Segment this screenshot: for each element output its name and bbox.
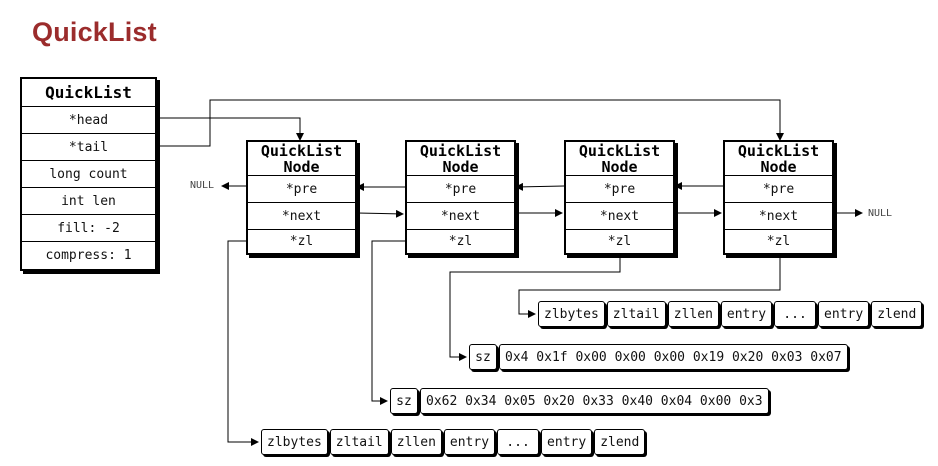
ziplist-cell-entry: entry xyxy=(541,429,593,455)
node-field-next: *next xyxy=(725,202,832,229)
ziplist-cell-ellipsis: ... xyxy=(774,301,817,327)
node-header-line2: Node xyxy=(283,157,320,176)
node-field-next: *next xyxy=(566,202,673,229)
node-header-line1: QuickList xyxy=(260,141,343,160)
quicklist-field-head: *head xyxy=(22,106,155,133)
node-header: QuickList Node xyxy=(566,142,673,175)
node-header: QuickList Node xyxy=(725,142,832,175)
quicklist-node-1: QuickList Node *pre *next *zl xyxy=(246,140,357,255)
ziplist-cell-zltail: zltail xyxy=(606,301,666,327)
ziplist-bottom: zlbytes zltail zllen entry ... entry zle… xyxy=(261,429,646,455)
compressed-ziplist-1: sz 0x4 0x1f 0x00 0x00 0x00 0x19 0x20 0x0… xyxy=(469,344,848,370)
node-header-line2: Node xyxy=(442,157,479,176)
node-field-zl: *zl xyxy=(407,229,514,253)
ziplist-cell-zlbytes: zlbytes xyxy=(538,301,605,327)
quicklist-field-compress: compress: 1 xyxy=(22,241,155,269)
ziplist-cell-zlend: zlend xyxy=(594,429,646,455)
ziplist-cell-ellipsis: ... xyxy=(497,429,540,455)
ziplist-cell-zltail: zltail xyxy=(329,429,389,455)
ziplist-cell-entry: entry xyxy=(818,301,870,327)
compressed-sz-cell: sz xyxy=(469,344,497,370)
page-title: QuickList xyxy=(32,17,157,47)
quicklist-field-count: long count xyxy=(22,160,155,187)
ziplist-cell-zllen: zllen xyxy=(390,429,442,455)
ziplist-cell-zllen: zllen xyxy=(667,301,719,327)
quicklist-node-3: QuickList Node *pre *next *zl xyxy=(564,140,675,255)
node-field-pre: *pre xyxy=(407,175,514,202)
node-header-line2: Node xyxy=(760,157,797,176)
quicklist-field-tail: *tail xyxy=(22,133,155,160)
quicklist-field-fill: fill: -2 xyxy=(22,214,155,241)
compressed-bytes-cell: 0x62 0x34 0x05 0x20 0x33 0x40 0x04 0x00 … xyxy=(420,388,769,414)
ziplist-cell-entry: entry xyxy=(720,301,773,327)
compressed-bytes-cell: 0x4 0x1f 0x00 0x00 0x00 0x19 0x20 0x03 0… xyxy=(499,344,848,370)
ziplist-cell-entry: entry xyxy=(443,429,496,455)
node-header-line1: QuickList xyxy=(419,141,502,160)
node-header-line1: QuickList xyxy=(578,141,661,160)
compressed-ziplist-2: sz 0x62 0x34 0x05 0x20 0x33 0x40 0x04 0x… xyxy=(390,388,769,414)
node-field-next: *next xyxy=(407,202,514,229)
node-field-zl: *zl xyxy=(725,229,832,253)
ziplist-top: zlbytes zltail zllen entry ... entry zle… xyxy=(538,301,923,327)
ziplist-cell-zlbytes: zlbytes xyxy=(261,429,328,455)
quicklist-node-4: QuickList Node *pre *next *zl xyxy=(723,140,834,255)
quicklist-node-2: QuickList Node *pre *next *zl xyxy=(405,140,516,255)
node-header-line1: QuickList xyxy=(737,141,820,160)
node-header-line2: Node xyxy=(601,157,638,176)
null-label-left: NULL xyxy=(190,180,215,191)
node-field-next: *next xyxy=(248,202,355,229)
node-field-zl: *zl xyxy=(248,229,355,253)
node-header: QuickList Node xyxy=(407,142,514,175)
ziplist-cell-zlend: zlend xyxy=(871,301,923,327)
node-header: QuickList Node xyxy=(248,142,355,175)
quicklist-field-len: int len xyxy=(22,187,155,214)
node-field-pre: *pre xyxy=(248,175,355,202)
node-field-zl: *zl xyxy=(566,229,673,253)
node-field-pre: *pre xyxy=(725,175,832,202)
quicklist-struct: QuickList *head *tail long count int len… xyxy=(20,77,157,271)
compressed-sz-cell: sz xyxy=(390,388,418,414)
node-field-pre: *pre xyxy=(566,175,673,202)
quicklist-header: QuickList xyxy=(45,82,132,102)
null-label-right: NULL xyxy=(868,208,893,219)
